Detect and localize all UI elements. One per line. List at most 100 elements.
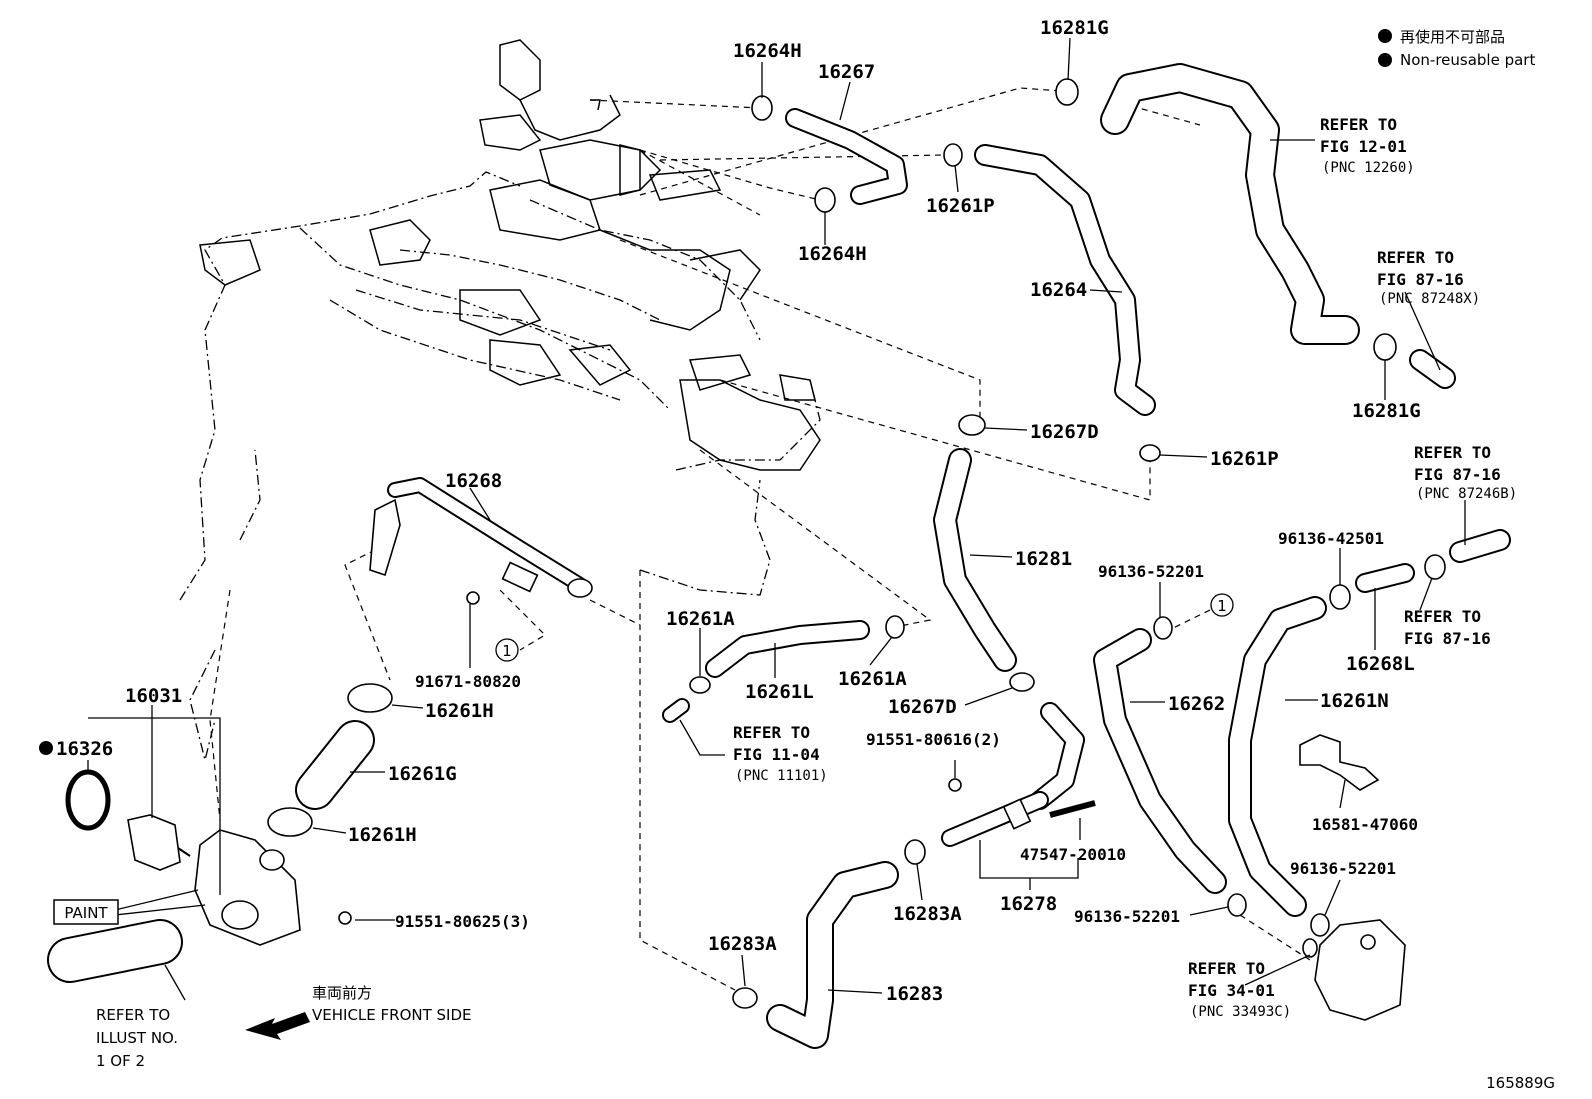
label-16326-group: 16326 bbox=[39, 738, 113, 760]
clamp-16261P-top bbox=[943, 143, 963, 167]
label-16261A-right: 16261A bbox=[838, 668, 907, 690]
label-16267D-mid: 16267D bbox=[1030, 421, 1099, 443]
label-16268: 16268 bbox=[445, 470, 502, 492]
clamp-16264H-top bbox=[751, 95, 773, 121]
svg-text:FIG 11-04: FIG 11-04 bbox=[733, 745, 820, 764]
label-96136-52201-a: 96136-52201 bbox=[1098, 562, 1204, 581]
label-16278: 16278 bbox=[1000, 893, 1057, 915]
svg-text:FIG 34-01: FIG 34-01 bbox=[1188, 981, 1275, 1000]
label-16261A-left: 16261A bbox=[666, 608, 735, 630]
ref-fig-12-01: REFER TO FIG 12-01 (PNC 12260) bbox=[1320, 115, 1415, 176]
vehicle-front-indicator: 車両前方 VEHICLE FRONT SIDE bbox=[245, 984, 472, 1040]
front-label-jp: 車両前方 bbox=[312, 984, 372, 1002]
clamp-16261H-bot bbox=[267, 807, 313, 837]
label-16264: 16264 bbox=[1030, 279, 1087, 301]
clamp-16264H-bot bbox=[814, 187, 836, 213]
label-16261G: 16261G bbox=[388, 763, 457, 785]
hose-87246B-stub bbox=[1449, 529, 1511, 563]
clamp-16267D-low bbox=[1009, 672, 1035, 692]
label-16261H-top: 16261H bbox=[425, 700, 494, 722]
hose-16267 bbox=[785, 108, 908, 205]
pipe-16268 bbox=[369, 477, 593, 598]
leader-lines bbox=[87, 37, 1466, 1001]
label-96136-52201-c: 96136-52201 bbox=[1074, 907, 1180, 926]
bolt-91551-80625 bbox=[338, 911, 352, 925]
hose-16262 bbox=[1093, 628, 1227, 894]
ref-fig-11-04: REFER TO FIG 11-04 (PNC 11101) bbox=[733, 723, 828, 784]
label-16264H-top: 16264H bbox=[733, 40, 802, 62]
callout-circle-1-b: 1 bbox=[495, 638, 519, 662]
label-16261H-bot: 16261H bbox=[348, 824, 417, 846]
hose-16281 bbox=[933, 448, 1017, 672]
label-16283A-right: 16283A bbox=[893, 903, 962, 925]
svg-text:REFER TO: REFER TO bbox=[1414, 443, 1491, 462]
paint-box: PAINT bbox=[53, 899, 119, 925]
svg-text:(PNC 33493C): (PNC 33493C) bbox=[1190, 1004, 1291, 1020]
label-16281G-top: 16281G bbox=[1040, 17, 1109, 39]
clamps bbox=[267, 78, 1446, 1009]
legend: 再使用不可部品 Non-reusable part bbox=[1378, 28, 1535, 69]
front-arrow-icon bbox=[245, 1012, 310, 1040]
label-91671-80820: 91671-80820 bbox=[415, 672, 521, 691]
hose-16261N bbox=[1228, 596, 1327, 917]
ref-fig-87-16-c: REFER TO FIG 87-16 bbox=[1404, 607, 1491, 648]
figure-code: 165889G bbox=[1486, 1074, 1555, 1092]
svg-text:FIG 87-16: FIG 87-16 bbox=[1404, 629, 1491, 648]
hose-16264 bbox=[974, 144, 1156, 416]
paint-label: PAINT bbox=[64, 904, 108, 922]
clamp-16283A-left bbox=[732, 987, 758, 1009]
legend-dot-icon-1 bbox=[1378, 29, 1392, 43]
clamp-96136-52201-b bbox=[1310, 913, 1330, 937]
hose-lower-left bbox=[47, 919, 183, 983]
hose-16261G bbox=[295, 720, 375, 810]
legend-dot-icon-2 bbox=[1378, 53, 1392, 67]
label-16031: 16031 bbox=[125, 685, 182, 707]
label-91551-80616: 91551-80616(2) bbox=[866, 730, 1001, 749]
label-16267D-low: 16267D bbox=[888, 696, 957, 718]
svg-text:REFER TO: REFER TO bbox=[1404, 607, 1481, 626]
manifold-detail bbox=[199, 39, 821, 471]
part-number-labels: 16264H 16267 16281G 16261P 16264H 16264 … bbox=[39, 17, 1421, 1005]
svg-text:REFER TO: REFER TO bbox=[1188, 959, 1265, 978]
label-91551-80625: 91551-80625(3) bbox=[395, 912, 530, 931]
clamp-96136-52201-c bbox=[1227, 893, 1247, 917]
label-96136-42501: 96136-42501 bbox=[1278, 529, 1384, 548]
pipe-16278 bbox=[941, 791, 1049, 847]
svg-text:REFER TO: REFER TO bbox=[733, 723, 810, 742]
svg-text:(PNC 12260): (PNC 12260) bbox=[1322, 160, 1415, 176]
reference-notes: REFER TO FIG 12-01 (PNC 12260) REFER TO … bbox=[96, 115, 1517, 1070]
label-16268L: 16268L bbox=[1346, 653, 1415, 675]
label-16267: 16267 bbox=[818, 61, 875, 83]
clamp-87246B bbox=[1424, 554, 1446, 580]
ref-illust-1-of-2: REFER TO ILLUST NO. 1 OF 2 bbox=[96, 1006, 178, 1070]
label-16261P-top: 16261P bbox=[926, 195, 995, 217]
clamp-16261H-top bbox=[347, 683, 393, 713]
callout-number-b: 1 bbox=[502, 642, 512, 660]
clamp-96136-52201-a bbox=[1153, 616, 1173, 640]
clamp-16261A-left bbox=[689, 676, 711, 694]
ref-fig-87-16-a: REFER TO FIG 87-16 (PNC 87248X) bbox=[1377, 248, 1480, 307]
label-16281G-right: 16281G bbox=[1352, 400, 1421, 422]
svg-text:(PNC 87248X): (PNC 87248X) bbox=[1379, 291, 1480, 307]
bolt-91551-80616 bbox=[948, 778, 962, 792]
bracket-16581 bbox=[1299, 734, 1380, 791]
label-16281: 16281 bbox=[1015, 548, 1072, 570]
label-16326: 16326 bbox=[56, 738, 113, 760]
svg-text:REFER TO: REFER TO bbox=[96, 1006, 170, 1024]
label-16261N: 16261N bbox=[1320, 690, 1389, 712]
legend-line-2: Non-reusable part bbox=[1400, 51, 1535, 69]
bolt-91671 bbox=[466, 591, 480, 605]
hose-87248X-stub bbox=[1409, 349, 1456, 389]
label-16283A-left: 16283A bbox=[708, 933, 777, 955]
svg-text:REFER TO: REFER TO bbox=[1377, 248, 1454, 267]
label-96136-52201-b: 96136-52201 bbox=[1290, 859, 1396, 878]
gasket-16326-inner bbox=[71, 775, 105, 825]
thermostat-16031 bbox=[127, 814, 181, 871]
label-16581-47060: 16581-47060 bbox=[1312, 815, 1418, 834]
hose-16278-upper bbox=[1030, 702, 1085, 810]
ref-fig-87-16-b: REFER TO FIG 87-16 (PNC 87246B) bbox=[1414, 443, 1517, 502]
legend-line-1: 再使用不可部品 bbox=[1400, 28, 1505, 46]
front-label-en: VEHICLE FRONT SIDE bbox=[312, 1006, 472, 1024]
pipe-16268L bbox=[1355, 563, 1415, 593]
